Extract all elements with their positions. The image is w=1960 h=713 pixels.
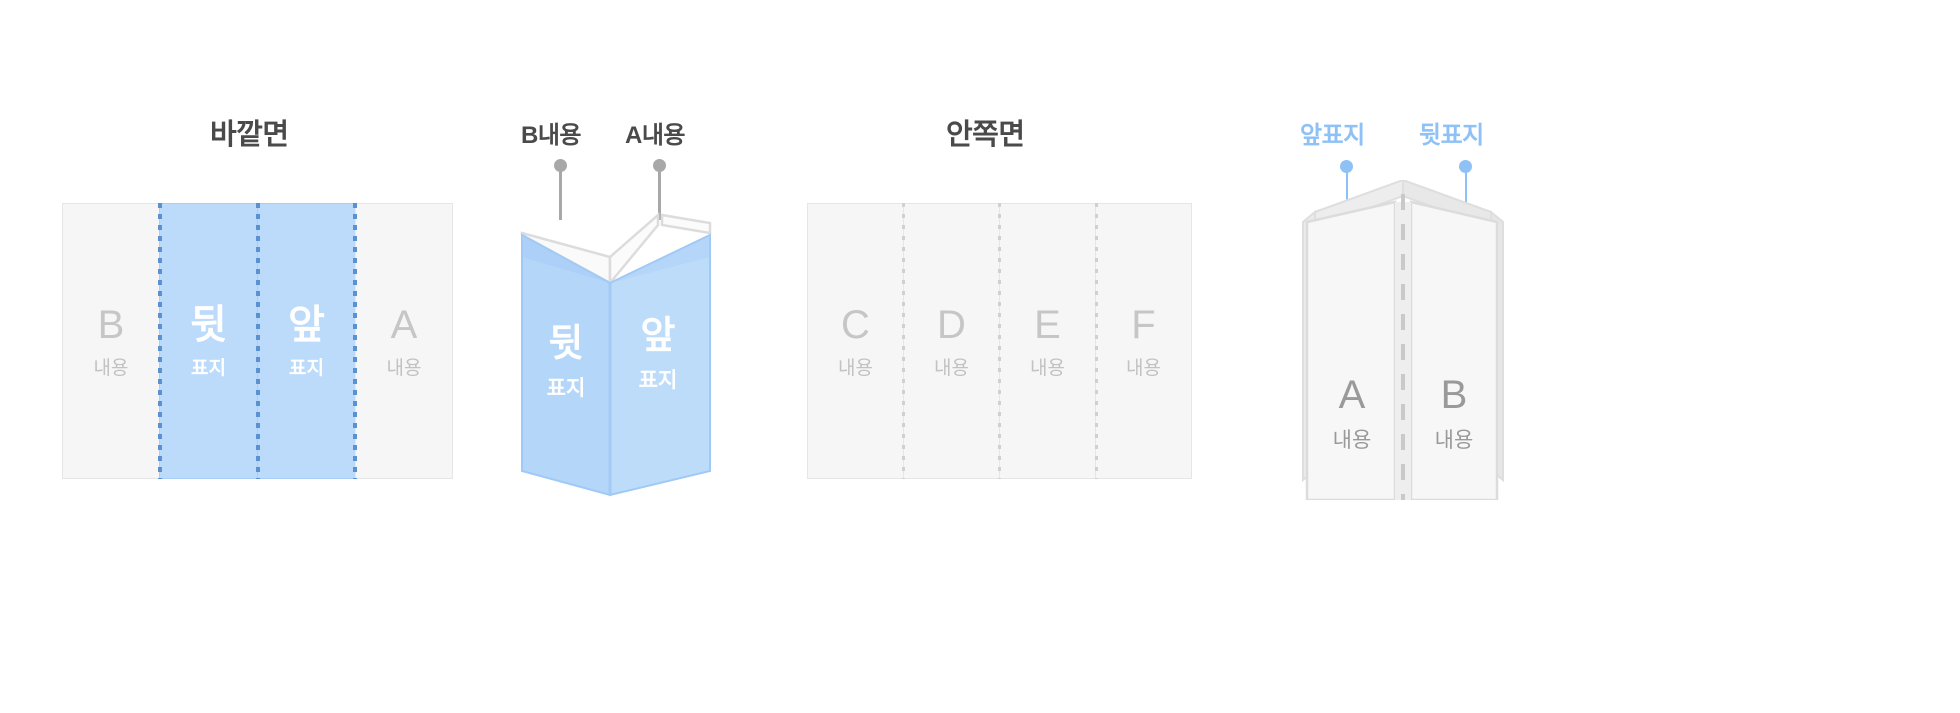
folded-inside-label-a-big: A: [1338, 373, 1366, 417]
folded-cover-label-front-small: 표지: [638, 369, 678, 392]
inside-page-f-sub: 내용: [1126, 357, 1161, 379]
outside-page-b: B 내용: [62, 203, 160, 479]
inside-page-e-letter: E: [1034, 302, 1061, 347]
folded-cover-callout-a-line: [658, 165, 661, 220]
outside-fold-line-right: [353, 203, 357, 479]
folded-inside-callout-front-label: 앞표지: [1300, 122, 1365, 149]
folded-cover-3d: 뒷 표지 앞 표지: [510, 195, 720, 505]
inside-page-d: D 내용: [903, 203, 1000, 479]
folded-cover-label-back-big: 뒷: [548, 323, 584, 365]
inside-page-f-letter: F: [1131, 302, 1156, 347]
folded-inside-callout-front-line: [1346, 166, 1348, 228]
inside-fold-line-left: [902, 203, 905, 479]
folded-cover-top-inner-left: [608, 212, 660, 287]
folded-inside-svg: [1302, 178, 1504, 502]
inside-fold-line-right: [1095, 203, 1098, 479]
folded-inside-3d: A 내용 B 내용: [1285, 178, 1520, 502]
folded-cover-svg: [520, 212, 712, 497]
outside-page-back-cover-letter: 뒷: [190, 302, 227, 347]
folded-inside-label-a-small: 내용: [1332, 429, 1372, 452]
outside-page-back-cover: 뒷 표지: [159, 203, 258, 479]
outside-spread-title: 바깥면: [210, 119, 289, 151]
folded-cover-label-front-big: 앞: [640, 315, 676, 357]
outside-spread: B 내용 뒷 표지 앞 표지 A 내용: [62, 203, 453, 479]
outside-page-back-cover-sub: 표지: [191, 357, 226, 379]
folded-cover-callout-b-label: B내용: [521, 122, 582, 149]
inside-page-e-sub: 내용: [1030, 357, 1065, 379]
folded-cover-callout-a-label: A내용: [625, 122, 686, 149]
outside-page-b-letter: B: [97, 302, 125, 347]
folded-inside-label-b-big: B: [1440, 373, 1468, 417]
inside-page-c-sub: 내용: [838, 357, 873, 379]
folded-inside-label-b-small: 내용: [1434, 429, 1474, 452]
folded-cover-label-back-small: 표지: [546, 377, 586, 400]
inside-fold-line-mid: [998, 203, 1001, 479]
folded-inside-callout-back-label: 뒷표지: [1419, 122, 1484, 149]
outside-page-front-cover: 앞 표지: [257, 203, 356, 479]
outside-page-front-cover-sub: 표지: [289, 357, 324, 379]
folded-cover-label-front: 앞 표지: [618, 317, 698, 391]
outside-page-a-letter: A: [390, 302, 418, 347]
folded-cover-shade-left: [522, 235, 610, 283]
outside-page-a: A 내용: [355, 203, 453, 479]
inside-page-d-sub: 내용: [934, 357, 969, 379]
outside-page-a-sub: 내용: [386, 357, 422, 379]
folded-inside-label-a: A 내용: [1311, 375, 1393, 451]
folded-cover-label-back: 뒷 표지: [526, 325, 606, 399]
inside-page-d-letter: D: [937, 302, 966, 347]
inside-page-c: C 내용: [807, 203, 904, 479]
inside-page-c-letter: C: [841, 302, 870, 347]
outside-page-b-sub: 내용: [93, 357, 129, 379]
outside-fold-line-mid: [256, 203, 260, 479]
folded-inside-face-b: [1409, 200, 1499, 502]
folded-cover-shade-right: [610, 235, 710, 283]
folded-cover-callout-b-line: [559, 165, 562, 220]
outside-page-front-cover-letter: 앞: [288, 302, 325, 347]
folded-cover-top-inner-right: [660, 213, 712, 235]
folded-inside-label-b: B 내용: [1413, 375, 1495, 451]
inside-page-f: F 내용: [1095, 203, 1192, 479]
outside-fold-line-left: [158, 203, 162, 479]
inside-spread-title: 안쪽면: [946, 119, 1025, 151]
inside-spread: C 내용 D 내용 E 내용 F 내용: [807, 203, 1192, 479]
inside-page-e: E 내용: [999, 203, 1096, 479]
folded-inside-face-a: [1305, 200, 1397, 502]
folded-inside-callout-back-line: [1465, 166, 1467, 228]
